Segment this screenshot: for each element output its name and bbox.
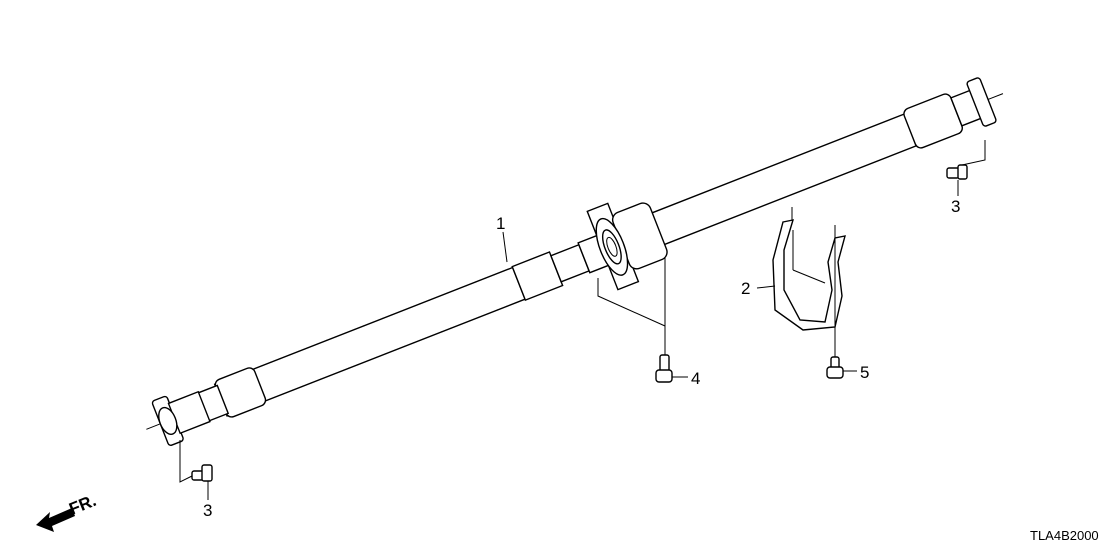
callout-1: 1 (496, 214, 505, 233)
callout-5: 5 (860, 363, 869, 382)
bolt-3-rear (946, 140, 986, 196)
diagram-code: TLA4B2000 (1030, 528, 1099, 543)
callout-3-rear: 3 (951, 197, 960, 216)
callout-3-front: 3 (203, 501, 212, 520)
center-bearing (586, 202, 668, 291)
front-flange-yoke (146, 390, 211, 446)
front-direction-indicator: FR. (36, 491, 99, 532)
callout-4: 4 (691, 369, 700, 388)
callout-2: 2 (741, 279, 750, 298)
shaft-guard-bracket (772, 207, 846, 360)
bolt-4 (597, 258, 688, 383)
fr-label: FR. (66, 491, 99, 519)
bolt-3-front (179, 440, 213, 500)
rear-flange-yoke (950, 77, 1004, 127)
bolt-5 (826, 356, 857, 379)
propeller-shaft (146, 77, 1004, 446)
arrow-left-icon (36, 508, 75, 532)
